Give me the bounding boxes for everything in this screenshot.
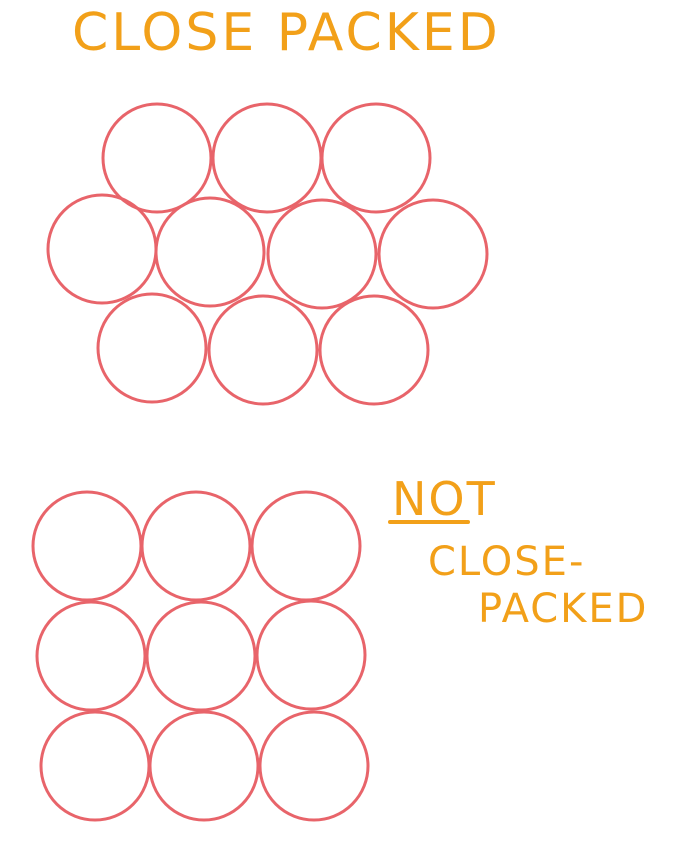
- square-packed-circle-r3-c2: [148, 710, 260, 822]
- square-packed-circle-r2-c2: [145, 600, 257, 712]
- close-packed-circle-r3-c2: [207, 294, 319, 406]
- close-packed-circle-r2-c2: [154, 196, 266, 308]
- close-packed-arrangement: [46, 102, 489, 406]
- close-packed-circle-r1-c3: [320, 102, 432, 214]
- square-packed-circle-r3-c1: [39, 710, 151, 822]
- square-packed-circle-r1-c1: [31, 490, 143, 602]
- diagram-title: CLOSE PACKED: [72, 3, 501, 63]
- square-packed-circle-r1-c3: [250, 490, 362, 602]
- close-packed-circle-r3-c3: [318, 294, 430, 406]
- square-packed-circle-r2-c1: [35, 600, 147, 712]
- close-packed-circle-r1-c2: [211, 102, 323, 214]
- close-packed-circle-r3-c1: [96, 292, 208, 404]
- close-packed-circle-r1-c1: [101, 102, 213, 214]
- square-packed-circle-r1-c2: [140, 490, 252, 602]
- note-packed-label: PACKED: [478, 586, 648, 632]
- not-close-packed-note: NOT CLOSE- PACKED: [388, 472, 648, 632]
- close-packed-circle-r2-c4: [377, 198, 489, 310]
- note-not-label: NOT: [392, 472, 497, 526]
- close-packed-circle-r2-c1: [46, 193, 158, 305]
- square-packed-circle-r3-c3: [258, 710, 370, 822]
- note-close-label: CLOSE-: [428, 539, 585, 585]
- square-packed-circle-r2-c3: [255, 599, 367, 711]
- not-close-packed-arrangement: [31, 490, 370, 822]
- close-packed-circle-r2-c3: [266, 198, 378, 310]
